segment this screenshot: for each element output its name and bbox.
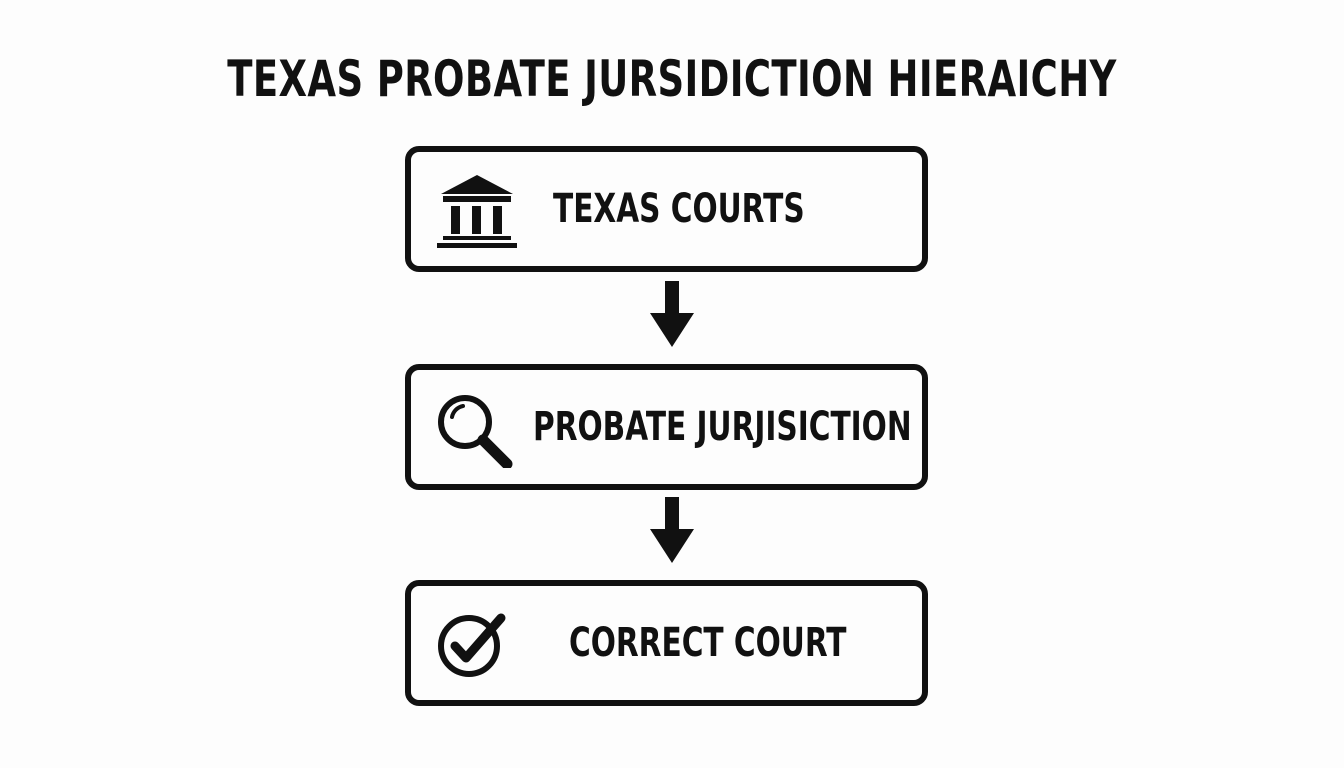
node-label: CORRECT COURT bbox=[569, 620, 847, 666]
node-label: PROBATE JURJISICTION bbox=[533, 404, 912, 450]
node-texas-courts: TEXAS COURTS bbox=[405, 146, 928, 272]
node-probate-jurisdiction: PROBATE JURJISICTION bbox=[405, 364, 928, 490]
node-label: TEXAS COURTS bbox=[553, 186, 805, 232]
arrow-down-icon bbox=[648, 497, 696, 565]
checkmark-circle-icon bbox=[435, 610, 507, 680]
node-correct-court: CORRECT COURT bbox=[405, 580, 928, 706]
arrow-down-icon bbox=[648, 281, 696, 349]
courthouse-icon bbox=[435, 172, 519, 250]
diagram-title: TEXAS PROBATE JURSIDICTION HIERAICHY bbox=[227, 50, 1117, 108]
magnifier-icon bbox=[435, 392, 515, 468]
